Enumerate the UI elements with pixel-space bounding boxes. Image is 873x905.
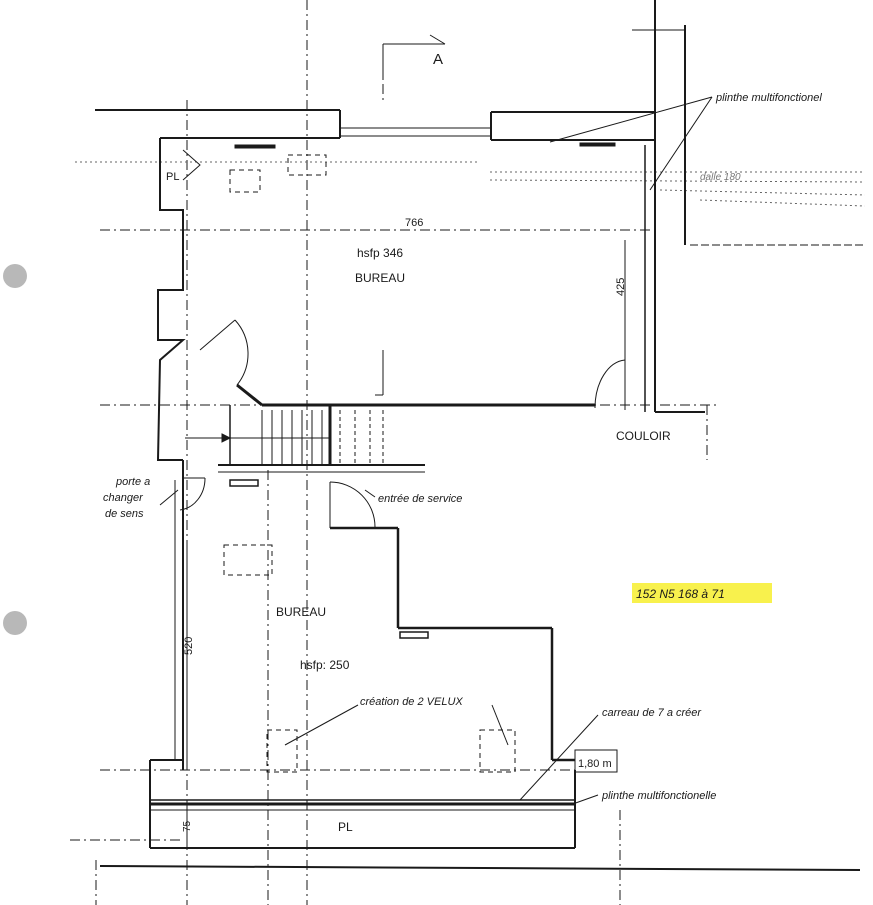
annotation-porte-line1: porte a — [115, 476, 150, 488]
corridor-label: COULOIR — [616, 429, 671, 443]
bottom-room-hsfp: hsfp: 250 — [300, 658, 350, 672]
highlight-marker — [632, 583, 772, 603]
annotation-plinthe-top: plinthe multifonctionel — [715, 92, 822, 104]
annotation-porte-line3: de sens — [105, 508, 144, 520]
top-room-name: BUREAU — [355, 271, 405, 285]
dimension-width-top: 766 — [405, 217, 423, 229]
pl-top-label: PL — [166, 171, 179, 183]
dimension-height-bottom: 520 — [183, 637, 195, 655]
section-arrow — [382, 34, 446, 80]
velux-windows — [223, 154, 516, 773]
annotation-porte-line2: changer — [103, 492, 144, 504]
dimension-depth-pl: 75 — [182, 820, 193, 832]
fixtures — [229, 142, 616, 639]
annotation-carreau: carreau de 7 a créer — [602, 707, 702, 719]
staircase — [185, 410, 384, 465]
annotation-velux: création de 2 VELUX — [360, 696, 463, 708]
dimension-height-box: 1,80 m — [578, 758, 612, 770]
annotation-entree-service: entrée de service — [378, 493, 462, 505]
leader-lines — [159, 96, 713, 806]
top-room-hsfp: hsfp 346 — [357, 246, 403, 260]
exterior-walls — [95, 0, 865, 871]
dimension-lines — [186, 240, 626, 848]
highlighted-reference-note: 152 N5 168 à 71 — [636, 587, 725, 601]
pl-bottom-label: PL — [338, 820, 353, 834]
section-marker-label: A — [433, 51, 443, 68]
dimension-height-top: 425 — [615, 278, 627, 296]
door-swings — [179, 319, 626, 528]
annotation-plinthe-bottom: plinthe multifonctionelle — [601, 790, 716, 802]
interior-walls — [218, 383, 595, 762]
punch-hole-bottom — [3, 611, 27, 635]
punch-hole-top — [3, 264, 27, 288]
ground-texture — [75, 161, 866, 207]
annotation-partial-dalle: dalle 180 — [700, 172, 741, 183]
bottom-room-name: BUREAU — [276, 605, 326, 619]
